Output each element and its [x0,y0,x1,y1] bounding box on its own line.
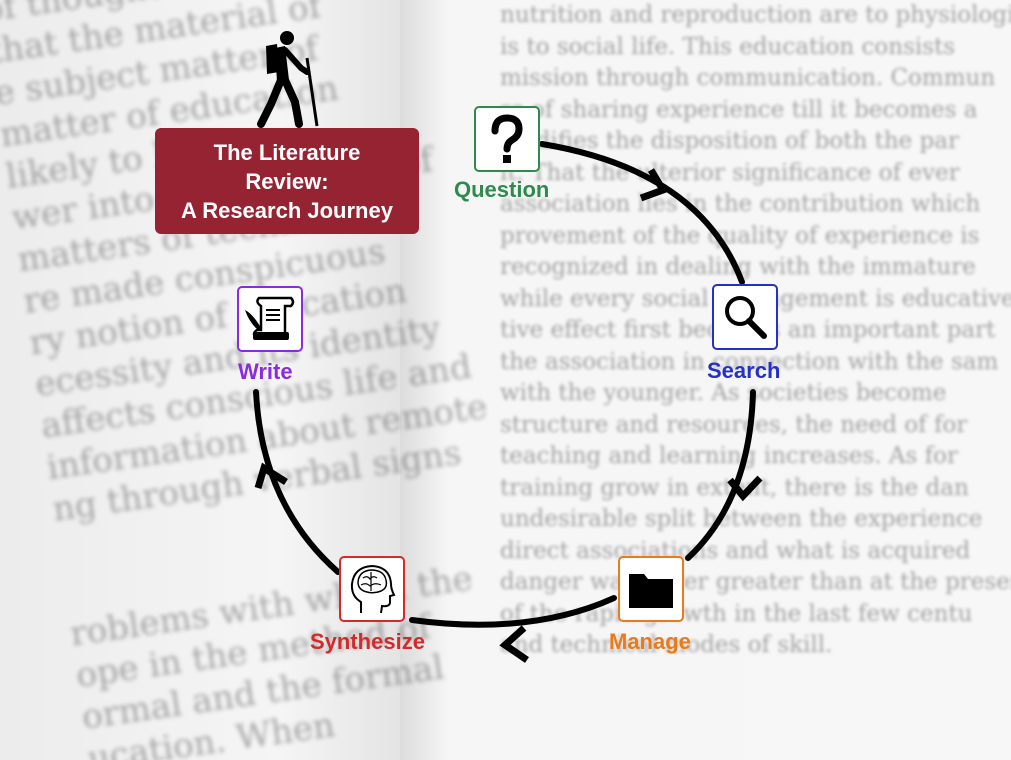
question-mark-icon [491,114,523,163]
scroll-quill-icon [245,296,295,340]
title-line-1: The Literature [213,139,361,165]
folder-icon [629,574,673,608]
write-label: Write [238,359,293,384]
arrowhead-3 [499,625,529,663]
question-label: Question [454,177,550,202]
book-left-page [0,0,400,760]
magnifying-glass-icon [725,296,767,339]
manage-node [618,556,684,622]
write-node [237,286,303,352]
brain-head-icon [350,564,396,614]
arrow-question-to-search [539,141,745,285]
title-line-2: Review: [245,168,329,194]
search-node [712,284,778,350]
title-box: The Literature Review: A Research Journe… [155,128,419,234]
synthesize-label: Synthesize [310,629,425,654]
arrowhead-1 [639,168,669,202]
arrow-synthesize-to-write [253,389,341,575]
search-label: Search [707,358,781,383]
arrowhead-2 [727,475,763,502]
question-node [474,106,540,172]
manage-label: Manage [609,629,691,654]
synthesize-node [339,556,405,622]
arrow-manage-to-synthesize [409,595,617,628]
arrow-search-to-manage [685,389,756,561]
arrowhead-4 [254,462,288,490]
title-line-3: A Research Journey [181,197,393,223]
hiker-icon [257,31,319,128]
